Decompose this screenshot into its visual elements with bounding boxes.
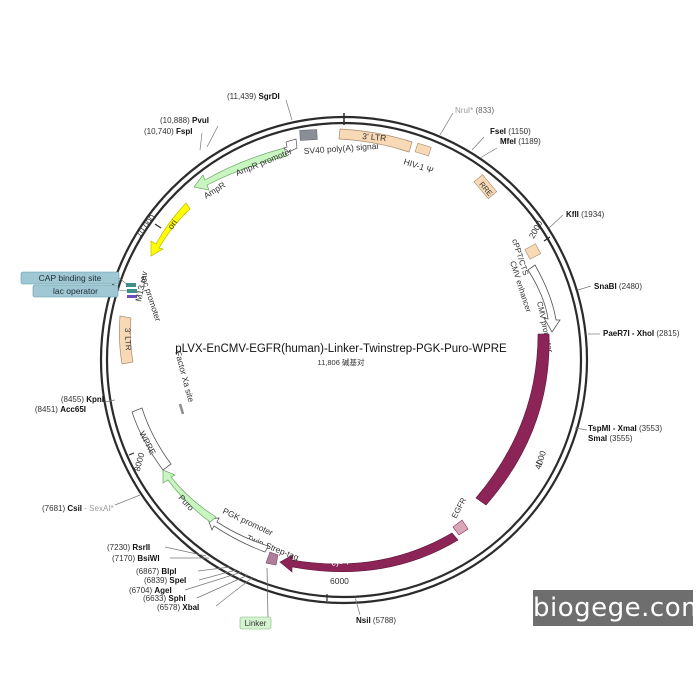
linker-badge: [239, 616, 272, 630]
site-kpni: (8455) KpnI: [61, 395, 104, 404]
hiv-psi-label: HIV-1 Ψ: [402, 156, 434, 175]
linker-leader: [266, 567, 269, 619]
cppt-feature: [524, 243, 542, 260]
fspi-leader: [199, 132, 203, 151]
site-paer7i: PaeR7I - XhoI (2815): [603, 329, 680, 338]
factor-xa-label: Factor Xa site: [173, 350, 196, 404]
site-csii: (7681) CsiI - SexAI*: [42, 504, 114, 513]
kpni-leader: [104, 399, 116, 403]
site-leaders: [104, 99, 600, 616]
cap-site-label: CAP binding site: [39, 273, 102, 283]
ltr-3-feature: [118, 315, 134, 365]
linker-badge-label: Linker: [245, 619, 267, 628]
site-pvui: (10,888) PvuI: [160, 116, 209, 125]
blpi-leader: [197, 566, 231, 572]
mfei-leader: [479, 147, 498, 159]
puro-feature: [162, 469, 217, 523]
lac-operator-label: lac operator: [53, 286, 98, 296]
csii-leader: [114, 494, 141, 506]
cap-site-badge: [20, 271, 120, 285]
tick-8000: [128, 452, 135, 456]
site-rsrii: (7230) RsrII: [107, 543, 150, 552]
puro-label: Puro: [177, 493, 197, 513]
tick-label-8000: 8000: [132, 451, 147, 472]
cap-leader: [118, 277, 129, 286]
rre-feature: [473, 174, 498, 200]
site-nrui: NruI* (833): [455, 106, 494, 115]
lac-operator-badge: [32, 284, 119, 298]
sphi-leader: [196, 574, 249, 599]
rsrii-leader: [164, 546, 207, 557]
egfr-label: EGFR: [450, 496, 468, 520]
plasmid-size: 11,806 碱基对: [318, 357, 365, 367]
wpre-feature: [131, 407, 172, 471]
spei-leader: [198, 569, 237, 581]
hiv-psi-feature: [414, 142, 432, 157]
lac-operator-mark: [127, 289, 137, 293]
site-fspi: (10,740) FspI: [144, 127, 192, 136]
site-agei: (6704) AgeI: [129, 586, 172, 595]
xbai-leader: [215, 576, 254, 607]
ltr-5-feature: [338, 128, 413, 153]
site-snabi: SnaBI (2480): [594, 282, 642, 291]
kfli-leader: [548, 214, 564, 229]
ampr-feature: [193, 147, 288, 191]
watermark: biogege.com: [533, 590, 700, 626]
pvui-leader: [206, 125, 219, 148]
site-spei: (6839) SpeI: [144, 576, 186, 585]
site-fsei: FseI (1150): [490, 127, 531, 136]
site-bsiwi: (7170) BsiWI: [112, 554, 160, 563]
twin-strep-feature: [265, 551, 279, 566]
nrui-leader: [439, 112, 454, 136]
tick-4000: [535, 461, 543, 466]
sgrdi-leader: [285, 99, 293, 121]
tick-label-10000: 10,000: [133, 212, 157, 239]
site-xbai: (6578) XbaI: [157, 603, 199, 612]
agei-leader: [184, 571, 243, 591]
egfr-cytoplasmic-feature: [279, 532, 459, 573]
ltr-5-label: 3' LTR: [362, 131, 387, 143]
cap-site-mark: [126, 283, 136, 287]
tick-label-6000: 6000: [330, 576, 349, 586]
fsei-leader: [471, 136, 485, 151]
m13-rev-mark: [127, 295, 137, 298]
sv40-polya-label: SV40 poly(A) signal: [303, 141, 378, 156]
egfr-transmembrane-feature: [452, 519, 469, 536]
tick-marks: [128, 223, 551, 601]
egfr-extracellular-feature: [475, 333, 550, 506]
site-mfei: MfeI (1189): [500, 137, 541, 146]
site-sphi: (6633) SphI: [143, 594, 186, 603]
site-sgrdi: (11,439) SgrDI: [227, 92, 280, 101]
site-blpi: (6867) BlpI: [136, 567, 176, 576]
factor-xa-feature: [178, 403, 185, 415]
ori-feature: [150, 202, 191, 257]
site-acc65i: (8451) Acc65I: [35, 405, 86, 414]
ampr-promoter-feature: [283, 138, 298, 153]
ltr-3-label: 3' LTR: [123, 328, 133, 351]
site-kfli: KflI (1934): [566, 210, 605, 219]
nsii-leader: [354, 596, 361, 616]
tick-10000: [154, 223, 162, 229]
lac-operator-leader: [117, 289, 129, 292]
site-nsii: NsiI (5788): [356, 616, 396, 625]
cmv-enhancer-feature: [527, 264, 561, 333]
site-tspmi: TspMI - XmaI (3553): [588, 424, 662, 433]
snabi-leader: [577, 285, 592, 291]
tspmi-leader: [574, 427, 588, 431]
tick-2000: [543, 236, 551, 242]
plasmid-name: pLVX-EnCMV-EGFR(human)-Linker-Twinstrep-…: [175, 343, 507, 355]
sv40-polya-feature: [299, 129, 318, 141]
site-smai: SmaI (3555): [588, 434, 633, 443]
